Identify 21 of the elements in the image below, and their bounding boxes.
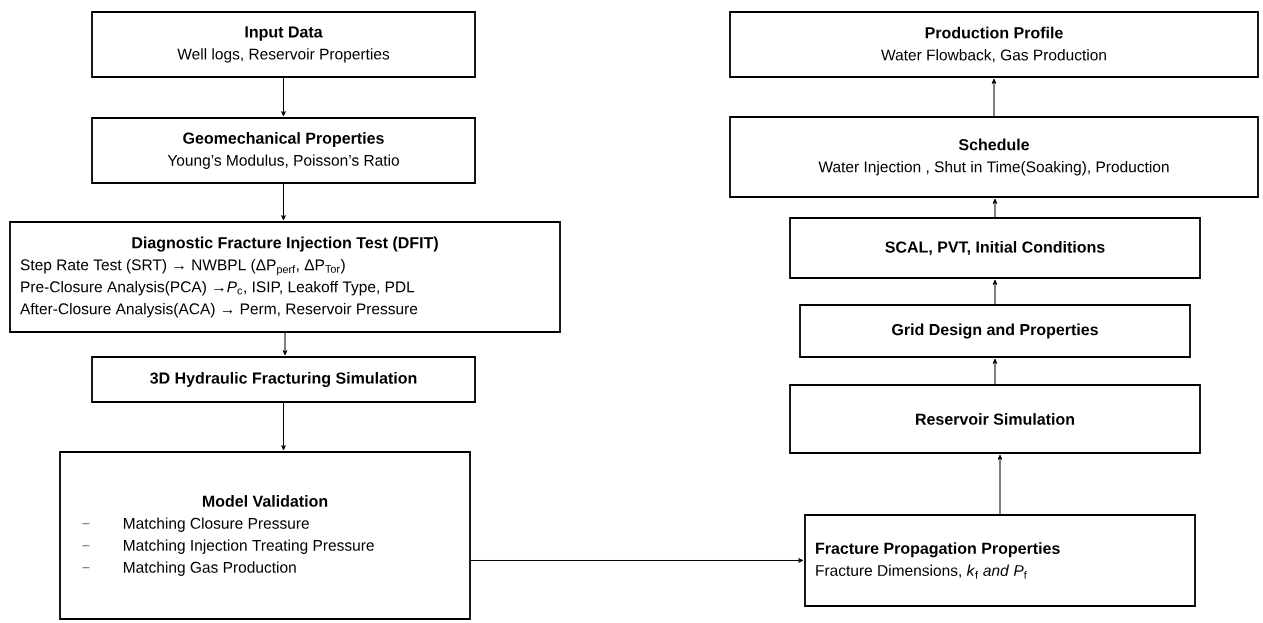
process-box: Reservoir Simulation	[789, 384, 1201, 454]
process-box: Input Data Well logs, Reservoir Properties	[91, 11, 476, 78]
process-box: Grid Design and Properties	[799, 304, 1191, 358]
arrow	[992, 358, 998, 385]
process-box: SCAL, PVT, Initial Conditions	[789, 217, 1201, 279]
process-box: Schedule Water Injection , Shut in Time(Soaking), Production	[729, 116, 1259, 198]
process-box: Model Validation Matching Closure Pressure Matching Injection Treating Pressure Matching Gas Production	[59, 451, 471, 620]
arrow	[997, 454, 1003, 515]
process-box: Fracture Propagation Properties Fracture Dimensions, k$_{f}$ and P$_{f}$	[804, 514, 1196, 607]
process-box: Geomechanical Properties Young’s Modulus, Poisson’s Ratio	[91, 117, 476, 184]
process-box: 3D Hydraulic Fracturing Simulation	[91, 356, 476, 403]
arrow	[991, 78, 997, 117]
arrow	[282, 332, 288, 356]
arrow	[992, 279, 998, 305]
process-box: Production Profile Water Flowback, Gas Production	[729, 11, 1259, 78]
arrow	[281, 77, 286, 117]
arrow	[281, 402, 286, 451]
arrow	[992, 198, 998, 218]
process-box: Diagnostic Fracture Injection Test (DFIT) Step Rate Test (SRT) → NWBPL (ΔP$_{perf}$, ΔP$_{Tor}$) Pre-Closure Analysis(PCA) →P$_{c}$, ISIP, Leakoff Type, PDL After-Closure Analysis(ACA) → Perm, Reservoir Pressure	[9, 221, 561, 333]
arrow	[470, 558, 804, 563]
arrow	[281, 183, 286, 221]
